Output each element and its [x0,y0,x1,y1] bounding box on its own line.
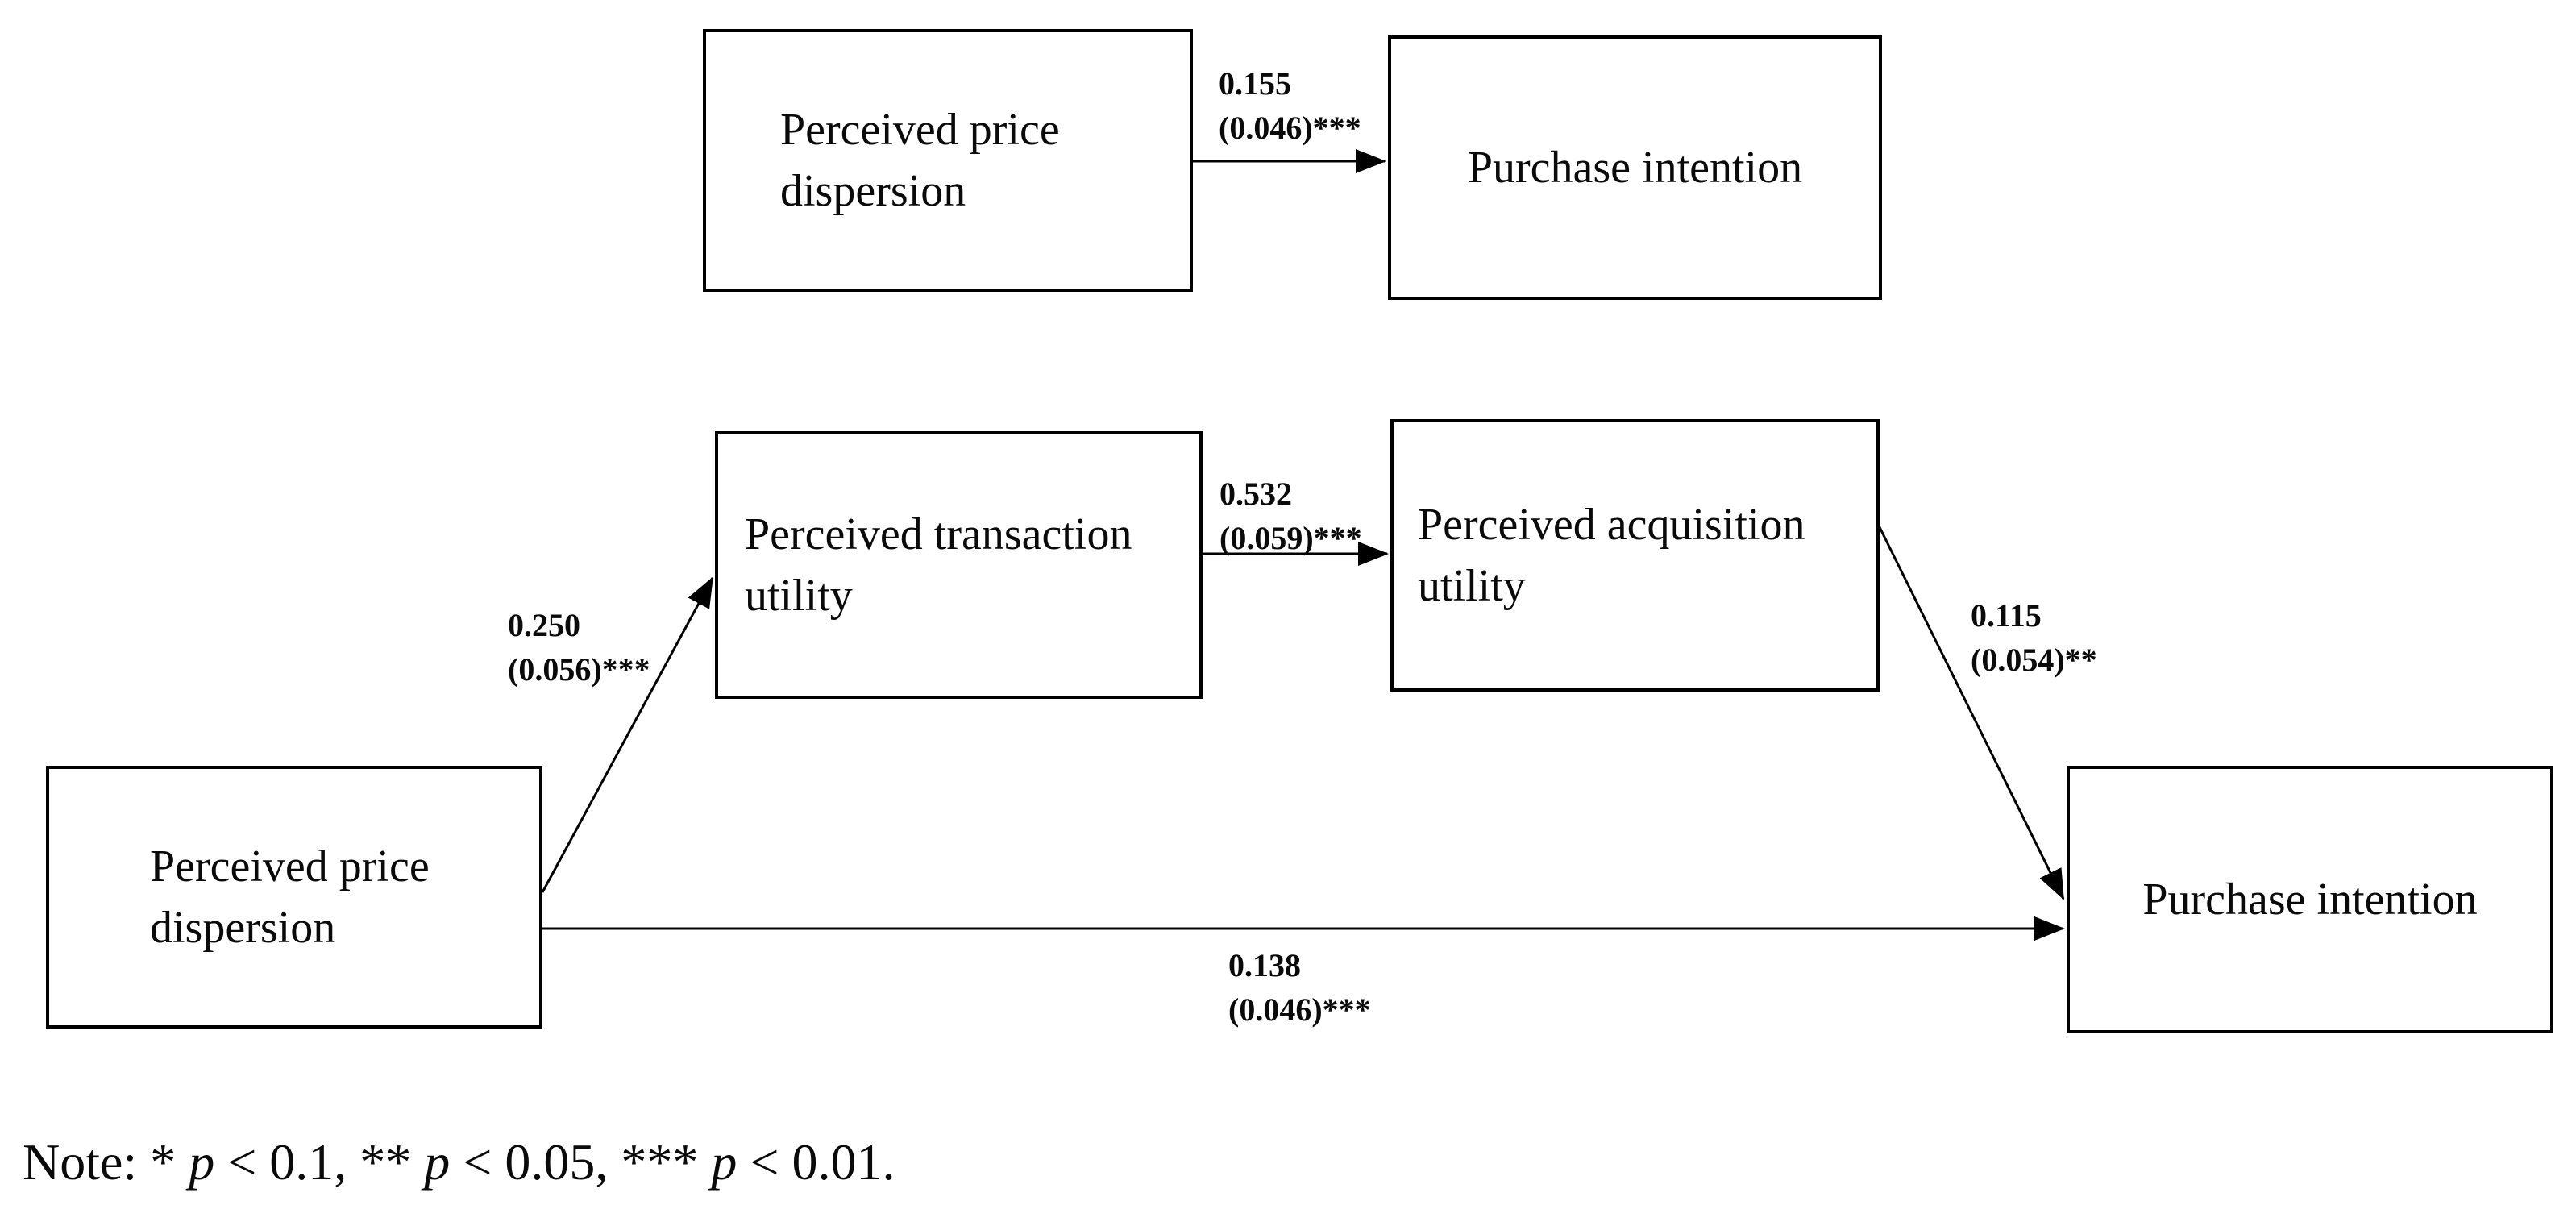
coefficient: 0.532 [1219,476,1292,512]
coefficient: 0.115 [1971,597,2042,634]
box-purchase-intention-bottom: Purchase intention [2067,766,2553,1033]
standard-error: (0.046)*** [1228,991,1371,1028]
note-text: < 0.05, *** [450,1133,712,1191]
path-label-ppd-pi-direct: 0.138 (0.046)*** [1228,943,1371,1032]
path-label-total-ppd-pi: 0.155 (0.046)*** [1219,61,1361,150]
standard-error: (0.059)*** [1219,520,1362,556]
arrow-ppd-to-ptu [541,576,714,893]
note-text: < 0.01. [737,1133,895,1191]
coefficient: 0.155 [1219,65,1291,102]
box-purchase-intention-top: Purchase intention [1388,35,1882,300]
standard-error: (0.054)** [1971,642,2097,678]
coefficient: 0.138 [1228,947,1301,983]
note-p-italic: p [424,1133,451,1191]
box-perceived-price-dispersion-top: Perceived price dispersion [703,29,1193,292]
note-p-italic: p [189,1133,215,1191]
standard-error: (0.056)*** [508,651,650,688]
note-text: < 0.1, ** [214,1133,425,1191]
path-label-ppd-ptu: 0.250 (0.056)*** [508,603,650,692]
path-label-pau-pi: 0.115 (0.054)** [1971,593,2097,682]
path-label-ptu-pau: 0.532 (0.059)*** [1219,472,1362,560]
arrow-pau-to-pi [1876,523,2065,900]
note-text: Note: * [23,1133,189,1191]
note-p-italic: p [711,1133,737,1191]
box-perceived-acquisition-utility: Perceived acquisition utility [1390,419,1880,692]
significance-note: Note: * p < 0.1, ** p < 0.05, *** p < 0.… [23,1130,895,1195]
box-perceived-transaction-utility: Perceived transaction utility [715,431,1203,699]
box-perceived-price-dispersion-bottom: Perceived price dispersion [46,766,542,1029]
standard-error: (0.046)*** [1219,110,1361,146]
coefficient: 0.250 [508,607,580,643]
